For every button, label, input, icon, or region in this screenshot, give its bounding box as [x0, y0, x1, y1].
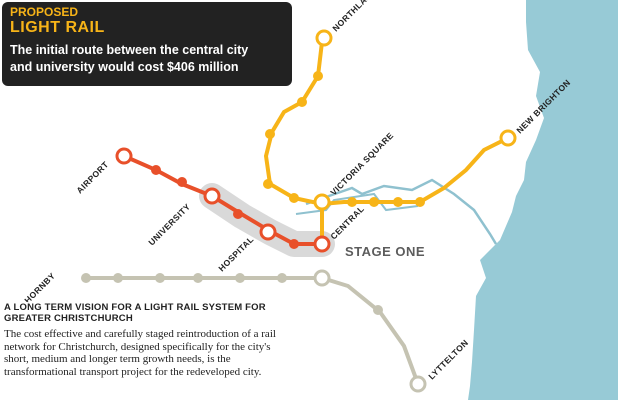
interchange-central: [313, 235, 331, 253]
headline-summary: The initial route between the central ci…: [10, 42, 284, 76]
interchange-northlands: [315, 29, 333, 47]
stage-one-label: STAGE ONE: [345, 244, 425, 259]
vision-title-line: A LONG TERM VISION FOR A LIGHT RAIL SYST…: [4, 302, 266, 313]
station-dot: [289, 193, 299, 203]
station-dot: [263, 179, 273, 189]
river-avon: [305, 178, 498, 245]
vision-panel: A LONG TERM VISION FOR A LIGHT RAIL SYST…: [4, 302, 364, 378]
label-hospital: HOSPITAL: [216, 234, 255, 273]
interchange-new-brighton: [499, 129, 517, 147]
summary-line: The initial route between the central ci…: [10, 43, 249, 57]
interchange-airport: [115, 147, 133, 165]
headline-kicker: PROPOSED: [10, 5, 79, 19]
station-dot: [235, 273, 245, 283]
label-central: CENTRAL: [328, 204, 366, 242]
vision-body-line: network for Christchurch, designed speci…: [4, 340, 271, 353]
station-dot-hornby: [81, 273, 91, 283]
station-dot: [193, 273, 203, 283]
vision-body-line: transformational transport project for t…: [4, 365, 262, 378]
summary-line: and university would cost $406 million: [10, 60, 239, 74]
headline-title: LIGHT RAIL: [10, 19, 105, 36]
label-lyttelton: LYTTELTON: [426, 338, 470, 382]
station-dot: [113, 273, 123, 283]
label-university: UNIVERSITY: [146, 201, 192, 247]
interchange-university: [203, 187, 221, 205]
vision-title-line: GREATER CHRISTCHURCH: [4, 313, 133, 324]
station-dot: [265, 129, 275, 139]
station-dot: [177, 177, 187, 187]
label-airport: AIRPORT: [74, 159, 110, 195]
station-dot: [277, 273, 287, 283]
vision-body: The cost effective and carefully staged …: [4, 328, 364, 378]
station-dot: [373, 305, 383, 315]
sea-area: [468, 0, 618, 400]
interchange-grey: [313, 269, 331, 287]
yellow-line-north: [263, 41, 324, 244]
interchange-hospital: [259, 223, 277, 241]
station-dot: [369, 197, 379, 207]
station-dot: [155, 273, 165, 283]
vision-body-line: short, medium and longer term growth nee…: [4, 353, 231, 365]
station-dot: [313, 71, 323, 81]
station-dot: [297, 97, 307, 107]
interchange-victoria-square: [313, 193, 331, 211]
station-dot: [233, 209, 243, 219]
station-dot: [393, 197, 403, 207]
headline-panel: PROPOSED LIGHT RAIL The initial route be…: [2, 2, 292, 86]
interchange-lyttelton: [409, 375, 427, 393]
station-dot: [151, 165, 161, 175]
label-hornby: HORNBY: [22, 271, 57, 306]
label-northlands: NORTHLANDS: [330, 0, 382, 33]
station-dot: [415, 197, 425, 207]
vision-title: A LONG TERM VISION FOR A LIGHT RAIL SYST…: [4, 302, 364, 324]
station-dot: [289, 239, 299, 249]
vision-body-line: The cost effective and carefully staged …: [4, 328, 276, 340]
station-dot: [347, 197, 357, 207]
